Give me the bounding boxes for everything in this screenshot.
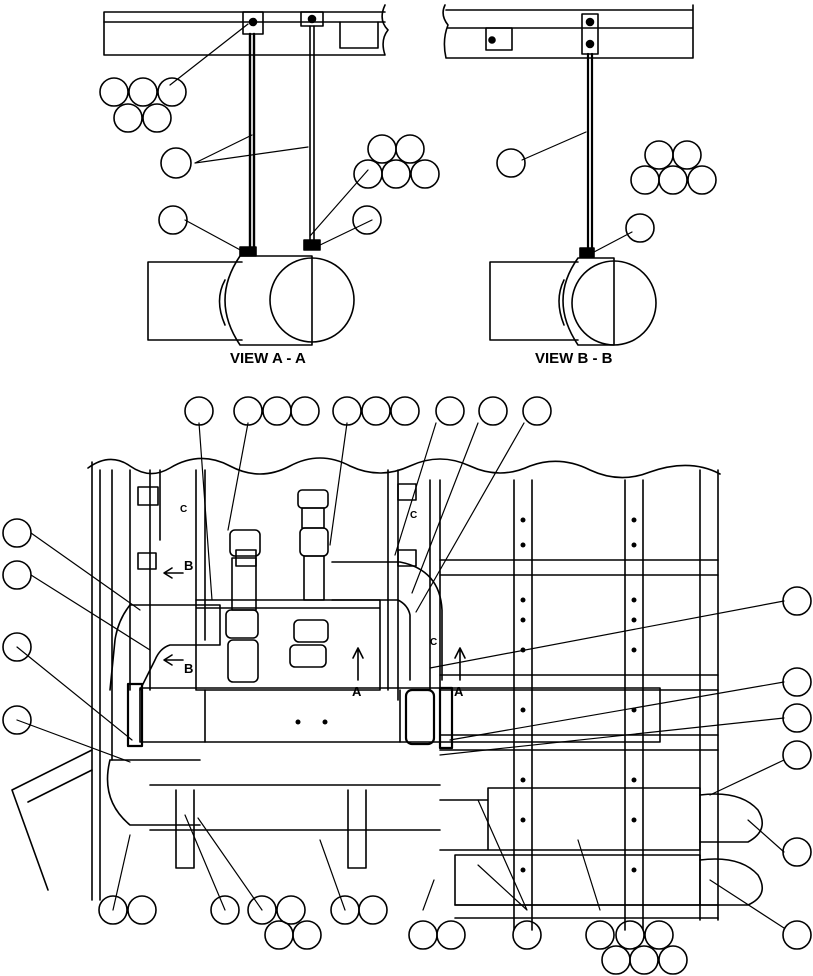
frame-rail-b xyxy=(442,4,694,59)
bolt-left xyxy=(248,17,258,27)
muffler-inner-b xyxy=(558,279,565,326)
section-mark-b-top: B xyxy=(184,558,193,573)
clamp-b xyxy=(579,247,595,258)
lower-supports xyxy=(175,789,367,869)
callout-bubbles-a xyxy=(99,77,440,235)
cross-pipe-center-section xyxy=(204,689,401,743)
bolt-b-bottom xyxy=(585,39,595,49)
section-mark-b-bottom: B xyxy=(184,661,193,676)
hanger-bracket-right xyxy=(300,11,324,27)
right-upper-elbow xyxy=(331,561,443,681)
muffler-upper-main xyxy=(439,787,701,851)
engine-bay-brackets xyxy=(137,483,417,570)
hanger-bracket-b xyxy=(581,13,599,55)
muffler-body-a xyxy=(224,255,313,346)
ladder-rivets xyxy=(520,517,637,873)
view-a-a: VIEW A - A xyxy=(99,4,440,367)
flange-clamps xyxy=(126,682,454,750)
right-ladder-rungs xyxy=(439,559,719,919)
section-arrow-a-right xyxy=(454,647,466,681)
hanger-rod-right xyxy=(309,25,315,241)
break-line-top xyxy=(87,457,721,479)
rail-bracket-b xyxy=(485,27,513,51)
view-b-b: VIEW B - B xyxy=(442,4,717,367)
frame-mark-c-3: C xyxy=(430,637,437,648)
section-mark-a-right: A xyxy=(454,684,464,699)
leader-lines-a xyxy=(169,23,373,253)
frame-member-left xyxy=(91,461,151,901)
callout-bubbles-b xyxy=(496,140,717,243)
tailpipes xyxy=(699,793,764,906)
section-arrow-a-left xyxy=(352,647,364,681)
section-arrow-b-bottom xyxy=(163,654,184,666)
hanger-rod-left xyxy=(248,32,256,252)
hanger-rod-b xyxy=(586,52,594,252)
muffler-end-cap-a xyxy=(269,257,355,343)
frame-mark-c-2: C xyxy=(410,510,417,521)
bolt-b-top xyxy=(585,17,595,27)
exhaust-manifold xyxy=(195,599,381,691)
bolt-b-small xyxy=(488,36,496,44)
leader-lines-main xyxy=(16,422,785,929)
engine-members xyxy=(387,469,441,701)
muffler-body-b xyxy=(562,257,615,346)
frame-mark-c-1: C xyxy=(180,504,187,515)
muffler-inner-a xyxy=(218,279,226,326)
bolt-right xyxy=(307,14,317,24)
leader-lines-b xyxy=(521,131,633,253)
lower-left-elbow xyxy=(106,759,441,831)
section-mark-a-left: A xyxy=(352,684,362,699)
left-lower-bracket xyxy=(11,749,93,891)
cross-pipe-bolts xyxy=(295,719,328,725)
right-ladder-frame xyxy=(513,469,719,931)
muffler-end-cap-b xyxy=(571,260,657,346)
muffler-shell-b xyxy=(489,261,579,341)
main-assembly: A A B B C C C xyxy=(2,396,812,975)
clamp-right xyxy=(303,239,321,251)
view-b-b-label: VIEW B - B xyxy=(535,350,613,367)
view-a-a-label: VIEW A - A xyxy=(230,350,306,367)
muffler-shell-a xyxy=(147,261,243,341)
callout-bubbles-main xyxy=(2,396,812,975)
left-upper-elbow xyxy=(109,604,221,691)
frame-member-left-2 xyxy=(159,469,206,641)
turbo-pipe-stack xyxy=(225,489,329,683)
section-arrow-b-top xyxy=(163,567,184,579)
rail-bracket-a xyxy=(339,21,379,49)
muffler-lower-main xyxy=(454,854,701,906)
